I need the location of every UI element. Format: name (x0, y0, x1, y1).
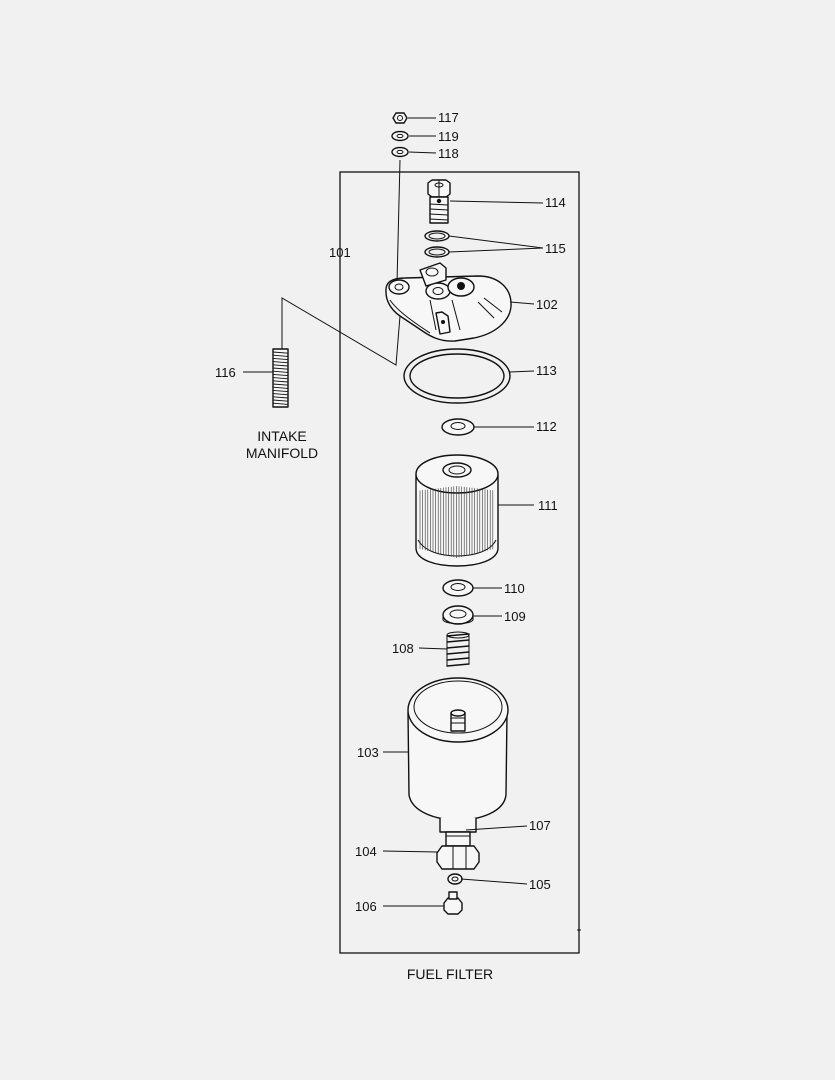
label-112: 112 (536, 419, 557, 434)
label-109: 109 (504, 609, 526, 624)
label-106: 106 (355, 899, 377, 914)
label-111: 111 (538, 498, 558, 513)
stud-thread-line (272, 373, 289, 377)
label-101: 101 (329, 245, 351, 260)
label-115: 115 (545, 241, 566, 256)
label-102: 102 (536, 297, 558, 312)
stud-thread-line (272, 383, 289, 386)
part-labels: 117 119 118 114 115 101 102 116 113 112 … (215, 110, 566, 914)
label-114: 114 (545, 195, 566, 210)
label-119: 119 (438, 129, 459, 144)
part-112-gasket (441, 418, 475, 436)
assembly-frame (339, 171, 580, 954)
stud-thread-line (272, 364, 289, 367)
stud-thread-line (272, 361, 289, 364)
part-105-washer (447, 873, 463, 885)
manifold-connection-line (281, 297, 401, 366)
leader-lines (243, 117, 544, 907)
part-104-drain-nut (436, 845, 480, 870)
label-105: 105 (529, 877, 551, 892)
stud-thread-line (272, 399, 289, 402)
part-119-washer (391, 130, 409, 142)
part-113-head-seal (403, 348, 511, 404)
part-102-filter-head (385, 262, 512, 342)
part-109-washer (442, 605, 474, 625)
part-107-drain-stem (445, 831, 471, 847)
stud-thread-line (272, 396, 289, 399)
part-106-drain-plug (443, 891, 463, 915)
stud-thread-line (272, 357, 289, 361)
stud-thread-line (272, 351, 289, 354)
label-113: 113 (536, 363, 557, 378)
label-107: 107 (529, 818, 551, 833)
stud-thread-line (272, 402, 289, 405)
part-108-spring (446, 631, 470, 667)
label-104: 104 (355, 844, 377, 859)
label-116: 116 (215, 365, 236, 380)
part-114-bolt (427, 179, 451, 224)
label-117: 117 (438, 110, 459, 125)
stud-thread-line (272, 393, 289, 396)
part-115-o-rings (424, 230, 450, 258)
filter-pleats (419, 486, 494, 558)
label-103: 103 (357, 745, 379, 760)
intake-manifold-label-line1: INTAKE (257, 428, 307, 444)
part-111-filter-element (415, 454, 499, 567)
intake-manifold-label-line2: MANIFOLD (246, 445, 318, 461)
stud-thread-line (272, 354, 289, 357)
stud-thread-line (272, 386, 289, 389)
stud-thread-line (272, 380, 289, 383)
part-110-washer (442, 579, 474, 597)
stud-thread-line (272, 370, 289, 373)
stud-thread-line (272, 377, 289, 380)
label-110: 110 (504, 581, 525, 596)
part-116-stud (272, 348, 289, 408)
stud-thread-line (272, 367, 289, 370)
label-118: 118 (438, 146, 459, 161)
part-118-washer (391, 146, 409, 158)
stud-thread-line (272, 389, 289, 393)
label-108: 108 (392, 641, 414, 656)
part-103-filter-bowl (407, 677, 509, 833)
figure-title: FUEL FILTER (407, 966, 493, 982)
part-117-nut (392, 112, 408, 124)
